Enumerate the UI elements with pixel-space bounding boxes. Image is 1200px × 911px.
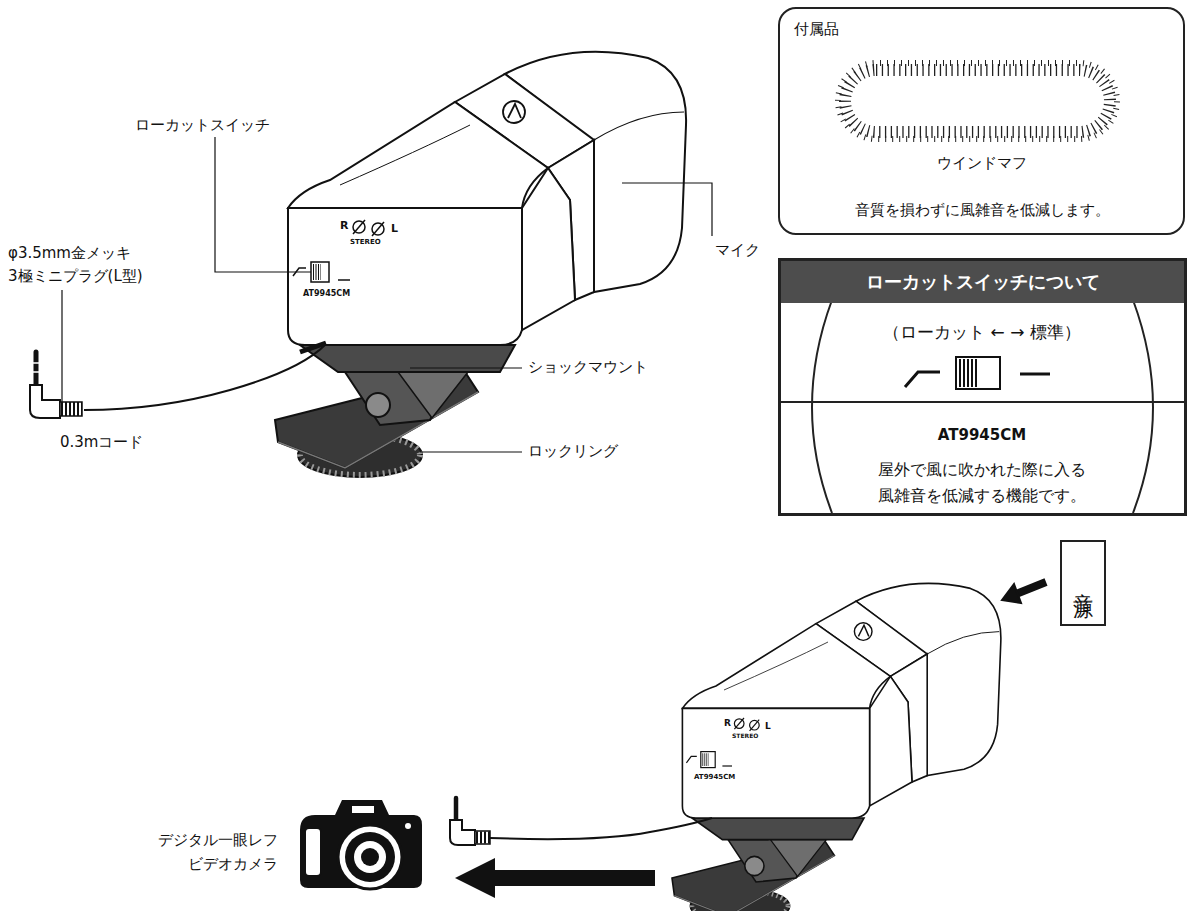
- leader-line: [410, 367, 522, 368]
- part-name: ウインドマフ: [937, 153, 1027, 173]
- device-label: デジタル一眼レフ ビデオカメラ: [128, 828, 278, 876]
- plug-grip-knurl: [61, 402, 82, 416]
- microphone: [275, 52, 686, 477]
- channel-mark: L: [391, 222, 398, 236]
- windmuff-fur-outer: [838, 63, 1117, 139]
- part-label: ロックリング: [528, 441, 618, 461]
- part-label: φ3.5mm金メッキ 3極ミニプラグ(L型): [8, 242, 178, 288]
- part-label: ローカットスイッチ: [135, 115, 270, 135]
- channel-mark: R: [724, 717, 731, 729]
- windmuff-fur: [845, 70, 1110, 132]
- plug-tip: [34, 352, 39, 386]
- product-marking: STEREO: [350, 238, 381, 247]
- note: 音質を損わずに風雑音を低減します。: [855, 200, 1110, 220]
- panel-heading: ローカットスイッチについて: [781, 261, 1184, 303]
- camera-lens-glass: [354, 841, 386, 873]
- switch-symbol: [956, 357, 1000, 389]
- info-panel: ローカットスイッチについて （ローカット ← → 標準） AT9945CM 屋外で風に…: [778, 258, 1187, 516]
- flat-symbol: [1020, 373, 1050, 376]
- microphone: [672, 583, 1001, 911]
- plug-tip: [454, 798, 459, 820]
- camera-lens-center: [361, 848, 379, 866]
- channel-mark: L: [765, 720, 771, 732]
- leader-line: [420, 451, 522, 452]
- camera-lens-barrel: [345, 832, 395, 882]
- switch-legend: （ローカット ← → 標準）: [883, 321, 1081, 343]
- model-number: AT9945CM: [938, 425, 1026, 445]
- panel-arc: [812, 300, 832, 513]
- camera-prism: [352, 806, 374, 813]
- accessory-box: 付属品ウインドマフ音質を損わずに風雑音を低減します。: [778, 7, 1185, 235]
- plug-grip: [60, 402, 82, 416]
- plug-rings: [31, 363, 41, 372]
- panel-arc: [1133, 300, 1153, 513]
- source-label: 音源: [1070, 577, 1096, 589]
- cable: [84, 345, 325, 410]
- leader-line: [61, 290, 62, 402]
- part-label: ショックマウント: [528, 357, 648, 377]
- plug-body: [30, 385, 60, 418]
- source-box: 音源: [1060, 540, 1106, 626]
- source-arrow-head: [1002, 584, 1021, 603]
- camera-body: [300, 800, 422, 888]
- plug-grip-knurl: [476, 832, 490, 844]
- part-label: 0.3mコード: [60, 432, 143, 452]
- camera-lens: [338, 825, 402, 889]
- camera-grip: [305, 828, 321, 876]
- plug-body: [450, 820, 475, 845]
- channel-mark: R: [340, 219, 348, 233]
- leader-line: [215, 137, 311, 272]
- cable: [490, 818, 712, 839]
- camera-button: [405, 823, 411, 829]
- leader-line: [622, 183, 712, 236]
- source-arrow-shaft: [1016, 582, 1046, 594]
- cable-relief: [300, 343, 326, 352]
- product-marking: STEREO: [732, 732, 758, 740]
- panel-divider: [781, 401, 1184, 403]
- plug-grip: [475, 831, 490, 844]
- lowcut-symbol: [905, 372, 940, 387]
- description: 屋外で風に吹かれた際に入る 風雑音を低減する機能です。: [832, 457, 1132, 509]
- part-label: マイク: [715, 240, 760, 260]
- switch-symbol-knob: [959, 359, 979, 387]
- model-marking: AT9945CM: [694, 773, 735, 782]
- signal-arrow: [455, 858, 655, 898]
- box-heading: 付属品: [794, 19, 839, 39]
- model-marking: AT9945CM: [303, 289, 350, 299]
